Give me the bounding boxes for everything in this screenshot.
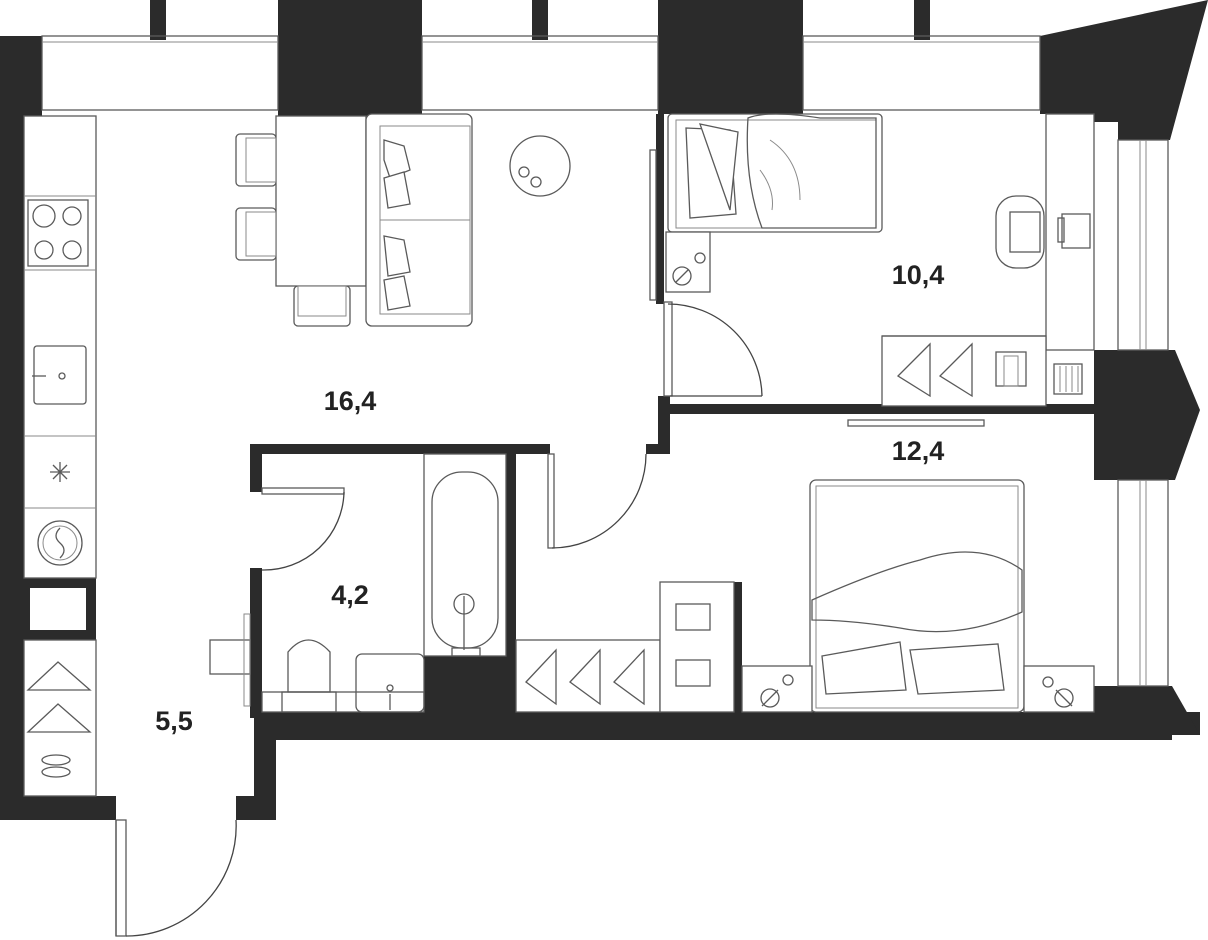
walls <box>0 0 1208 820</box>
corridor-wardrobe <box>515 581 735 713</box>
doors <box>115 149 763 937</box>
kitchen-counter <box>23 115 97 579</box>
area-labels: 16,4 10,4 12,4 4,2 5,5 <box>155 260 944 736</box>
sofa <box>365 113 473 327</box>
hallway-fixtures <box>23 613 251 797</box>
large-bedroom-furniture <box>741 479 1095 713</box>
living-kitchen-area: 16,4 <box>324 386 377 416</box>
hallway-area: 5,5 <box>155 706 193 736</box>
coffee-table <box>509 135 571 197</box>
small-bedroom-area: 10,4 <box>892 260 945 290</box>
large-bedroom-area: 12,4 <box>892 436 945 466</box>
bathroom-fixtures <box>261 453 507 713</box>
small-bedroom-furniture <box>665 113 1095 427</box>
dining-set <box>235 115 367 327</box>
bathroom-area: 4,2 <box>331 580 369 610</box>
windows <box>41 35 1169 687</box>
